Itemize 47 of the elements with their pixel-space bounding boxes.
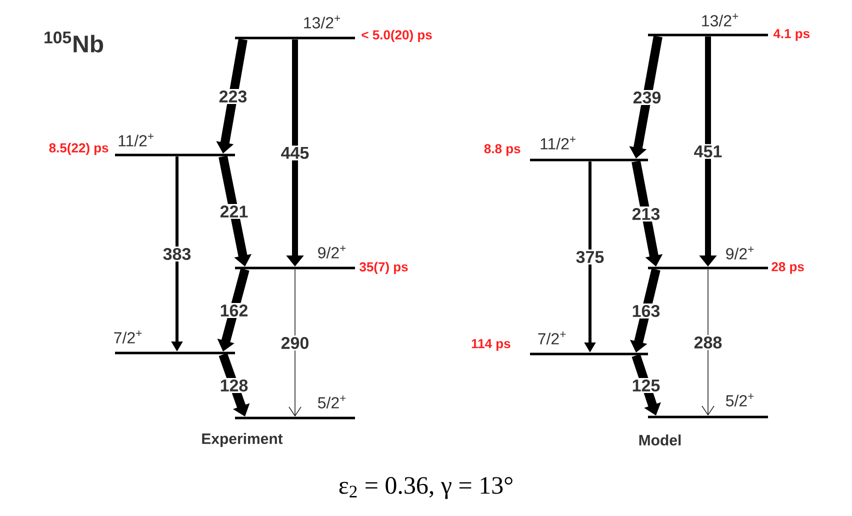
- panel-label: Experiment: [202, 433, 283, 447]
- energy-level: 9/2$^{+}$: [235, 246, 355, 270]
- energy-label: 375: [574, 249, 606, 265]
- lifetime-label: 35(7) ps: [360, 262, 408, 274]
- energy-label: 221: [218, 204, 250, 219]
- energy-level: 11/2$^{+}$: [115, 134, 235, 156]
- node-label: 7/2$^{+}$: [538, 332, 566, 344]
- energy-label: 445: [279, 146, 311, 160]
- node-label: 9/2$^{+}$: [318, 246, 346, 258]
- nucleus-label: $^{105}$Nb: [44, 32, 104, 52]
- energy-level: 11/2$^{+}$: [530, 136, 648, 162]
- node-label: 13/2$^{+}$: [702, 14, 738, 26]
- node-label: 9/2$^{+}$: [726, 246, 754, 260]
- energy-label: 163: [630, 303, 662, 319]
- energy-label: 383: [161, 246, 193, 262]
- lifetime-label: 4.1 ps: [773, 29, 810, 41]
- transition-arrow: [702, 269, 714, 416]
- panel-label: Model: [639, 434, 681, 446]
- lifetime-label: 114 ps: [472, 339, 510, 351]
- lifetime-label: < 5.0(20) ps: [362, 30, 432, 42]
- energy-label: 162: [218, 302, 250, 318]
- lifetime-label: 8.8 ps: [484, 144, 520, 156]
- node-label: 11/2$^{+}$: [118, 134, 154, 146]
- energy-label: 288: [692, 334, 724, 350]
- energy-level: 7/2$^{+}$: [114, 330, 235, 354]
- parameter-caption: ε$_{2}$ = 0.36, γ = 13°: [339, 477, 512, 499]
- energy-level: 13/2$^{+}$: [235, 16, 355, 40]
- energy-level: 9/2$^{+}$: [648, 246, 768, 270]
- energy-label: 290: [279, 335, 311, 350]
- transition-arrow: [288, 269, 302, 417]
- lifetime-label: 28 ps: [772, 262, 804, 274]
- energy-label: 213: [630, 206, 662, 222]
- energy-label: 223: [217, 88, 249, 104]
- node-label: 7/2$^{+}$: [114, 330, 142, 344]
- energy-label: 239: [631, 90, 663, 106]
- energy-level: 5/2$^{+}$: [648, 394, 768, 418]
- lifetime-label: 8.5(22) ps: [49, 142, 108, 156]
- node-label: 13/2$^{+}$: [304, 16, 340, 28]
- node-label: 11/2$^{+}$: [540, 136, 576, 150]
- node-label: 5/2$^{+}$: [318, 396, 346, 408]
- energy-level: 5/2$^{+}$: [235, 396, 355, 420]
- energy-level: 13/2$^{+}$: [648, 14, 768, 36]
- energy-label: 125: [630, 378, 662, 394]
- energy-level: 7/2$^{+}$: [530, 332, 648, 356]
- energy-label: 451: [692, 144, 724, 159]
- node-label: 5/2$^{+}$: [726, 394, 754, 406]
- energy-label: 128: [218, 378, 250, 394]
